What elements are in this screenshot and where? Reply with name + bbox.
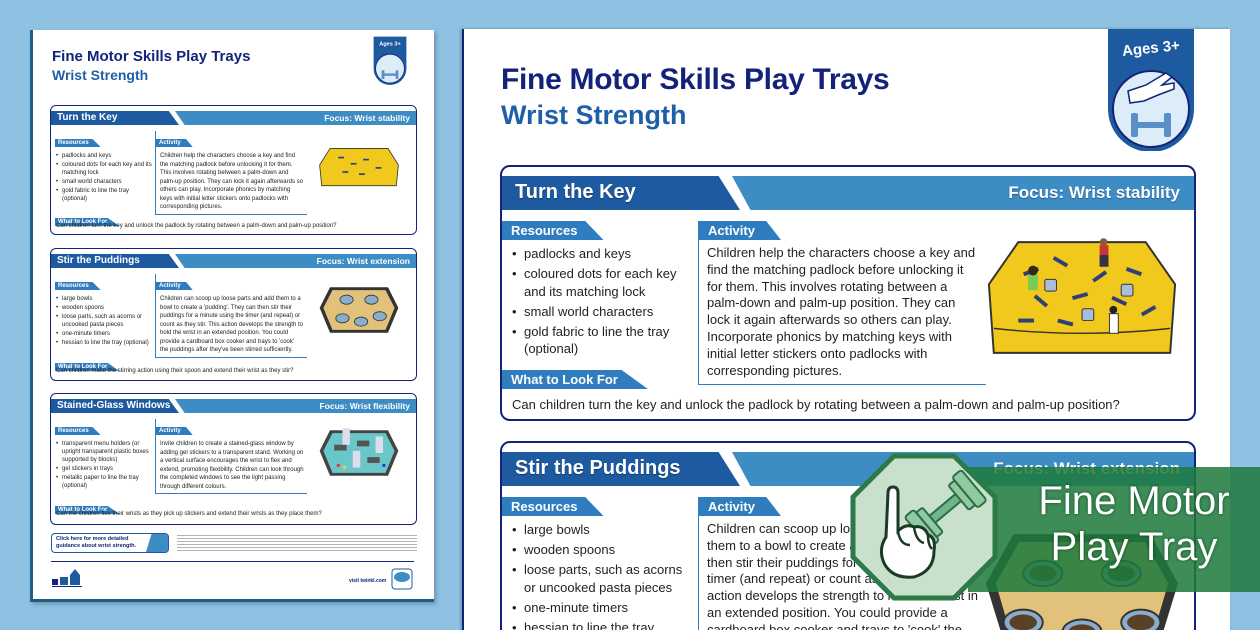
resource-item: gold fabric to line the tray (optional) (55, 187, 153, 203)
card-focus: Focus: Wrist extension (316, 256, 410, 266)
stained-glass-tray-illustration-icon (319, 428, 399, 476)
pudding-tray-illustration-icon (319, 287, 399, 333)
resource-item: wooden spoons (55, 304, 153, 312)
look-for-label: What to Look For (55, 363, 120, 371)
card-title: Stir the Puddings (515, 457, 681, 479)
banner-line-2: Play Tray (1050, 525, 1218, 569)
card-focus: Focus: Wrist flexibility (319, 401, 410, 411)
visit-site-text: visit twinkl.com (349, 578, 387, 584)
activity-card-turn-the-key: Turn the Key Focus: Wrist stability Reso… (500, 165, 1196, 421)
resource-item: loose parts, such as acorns or uncooked … (502, 561, 692, 596)
hand-dumbbell-octagon-icon (850, 453, 998, 601)
ages-badge-icon: Ages 3+ (373, 36, 407, 85)
resources-label: Resources (55, 139, 101, 147)
resources-label: Resources (502, 221, 604, 240)
gold-tray-illustration-icon (319, 148, 399, 187)
activity-text: Children can scoop up loose parts and ad… (160, 296, 303, 353)
disclaimer-text (177, 533, 417, 553)
promo-banner-text: Fine Motor Play Tray (1014, 478, 1254, 570)
page-subtitle: Wrist Strength (52, 67, 149, 83)
look-for-text: Can the children flex their wrists as th… (56, 511, 322, 517)
activity-text: Children help the characters choose a ke… (160, 153, 303, 210)
resource-item: transparent menu holders (or upright tra… (55, 440, 153, 464)
resource-item: wooden spoons (502, 541, 692, 559)
guidance-link-text: Click here for more detailed guidance ab… (56, 536, 137, 549)
look-for-text: Can children turn the key and unlock the… (512, 397, 1120, 412)
footer-divider (51, 561, 414, 562)
card-title: Turn the Key (57, 112, 118, 123)
page-title: Fine Motor Skills Play Trays (501, 63, 890, 96)
resources-label: Resources (502, 497, 604, 516)
activity-label: Activity (156, 139, 193, 147)
resource-item: hessian to line the tray (optional) (55, 339, 153, 347)
resource-item: coloured dots for each key and its match… (502, 265, 692, 300)
activity-text: Children help the characters choose a ke… (707, 245, 976, 378)
card-focus: Focus: Wrist stability (1008, 183, 1180, 202)
resource-item: large bowls (55, 295, 153, 303)
banner-line-1: Fine Motor (1038, 479, 1230, 523)
resource-item: one-minute timers (55, 330, 153, 338)
resource-item: hessian to line the tray (optional) (502, 619, 692, 630)
card-title: Turn the Key (515, 181, 636, 203)
activity-label: Activity (699, 221, 781, 240)
resources-label: Resources (55, 427, 101, 435)
card-focus: Focus: Wrist stability (324, 113, 410, 123)
activity-label: Activity (699, 497, 781, 516)
activity-label: Activity (156, 427, 193, 435)
resource-item: large bowls (502, 521, 692, 539)
resource-item: small world characters (502, 303, 692, 321)
resource-item: coloured dots for each key and its match… (55, 161, 153, 177)
resource-item: small world characters (55, 178, 153, 186)
resource-item: padlocks and keys (55, 152, 153, 160)
guidance-link[interactable]: Click here for more detailed guidance ab… (51, 533, 169, 553)
svg-text:Ages 3+: Ages 3+ (1121, 37, 1181, 60)
card-title: Stained-Glass Windows (57, 400, 171, 411)
gold-tray-illustration-icon (987, 238, 1177, 354)
blocks-logo-icon (52, 569, 82, 587)
ages-badge-icon: Ages 3+ (1108, 29, 1194, 151)
page-subtitle: Wrist Strength (501, 100, 687, 130)
resources-label: Resources (55, 282, 101, 290)
resource-item: metallic paper to line the tray (optiona… (55, 474, 153, 490)
resource-item: loose parts, such as acorns or uncooked … (55, 313, 153, 329)
activity-card-turn-the-key: Turn the Key Focus: Wrist stability Reso… (50, 105, 417, 235)
resource-item: one-minute timers (502, 599, 692, 617)
look-for-label: What to Look For (55, 218, 120, 226)
look-for-label: What to Look For (502, 370, 648, 389)
thumbnail-page: Fine Motor Skills Play Trays Wrist Stren… (30, 30, 434, 602)
look-for-text: Can children turn the key and unlock the… (56, 223, 337, 229)
promo-banner (968, 467, 1260, 592)
twinkl-logo-icon (391, 568, 413, 590)
svg-text:Ages 3+: Ages 3+ (379, 41, 401, 47)
look-for-text: Can children make the stirring action us… (56, 368, 294, 374)
resource-item: gel stickers in trays (55, 465, 153, 473)
activity-text: Invite children to create a stained-glas… (160, 441, 304, 490)
activity-card-stir-the-puddings: Stir the Puddings Focus: Wrist extension… (50, 248, 417, 381)
resource-item: padlocks and keys (502, 245, 692, 263)
card-title: Stir the Puddings (57, 255, 140, 266)
activity-label: Activity (156, 282, 193, 290)
resource-item: gold fabric to line the tray (optional) (502, 323, 692, 358)
activity-card-stained-glass-windows: Stained-Glass Windows Focus: Wrist flexi… (50, 393, 417, 525)
cursor-click-icon (146, 534, 168, 552)
look-for-label: What to Look For (55, 506, 120, 514)
page-title: Fine Motor Skills Play Trays (52, 48, 251, 65)
